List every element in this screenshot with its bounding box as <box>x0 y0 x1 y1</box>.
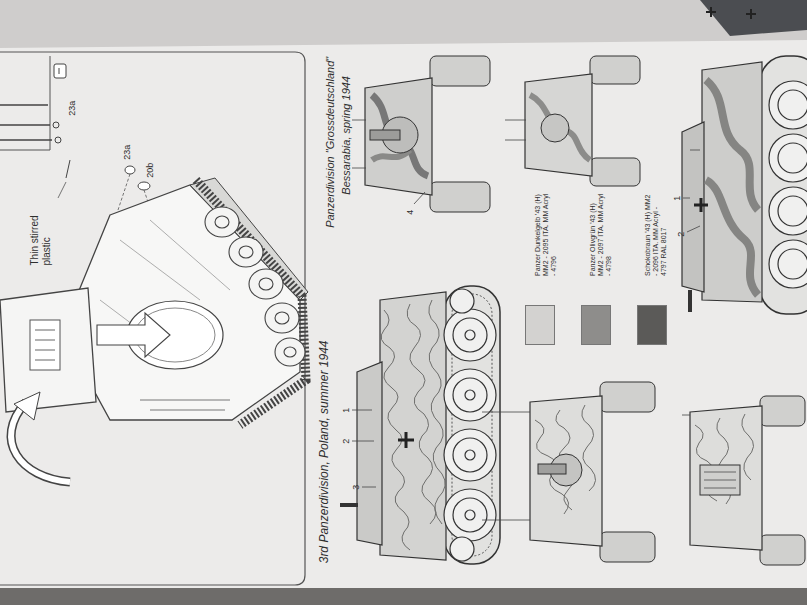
part-number: 20b <box>145 163 155 178</box>
callout-number: 2 <box>676 232 686 237</box>
note-text: Thin stirred plastic <box>29 199 52 265</box>
variant-heading: Panzerdivision "Grossdeutschland" <box>324 57 337 228</box>
variant-heading: 3rd Panzerdivision, Poland, summer 1944 <box>317 340 331 563</box>
callout-number: 3 <box>351 485 361 490</box>
legend-text: Schokobraun '43 (H) MM2 - 2096 ITA. MM A… <box>644 192 668 276</box>
callout-number: 1 <box>341 408 351 413</box>
part-number: 23a <box>67 101 77 116</box>
color-swatch <box>581 305 611 345</box>
variant-heading: Bessarabia, spring 1944 <box>340 76 353 195</box>
callout-number: 1 <box>672 196 682 201</box>
callout-number: 2 <box>341 439 351 444</box>
color-swatch <box>525 305 555 345</box>
color-swatch <box>637 305 667 345</box>
legend-text: Panzer Dunkelgelb '43 (H) MM2 - 2095 ITA… <box>534 192 558 276</box>
callout-number: 4 <box>405 210 415 215</box>
part-number: 23a <box>122 145 132 160</box>
legend-text: Panzer Olivgrün '43 (H) MM2 - 2097 ITA. … <box>589 192 613 276</box>
